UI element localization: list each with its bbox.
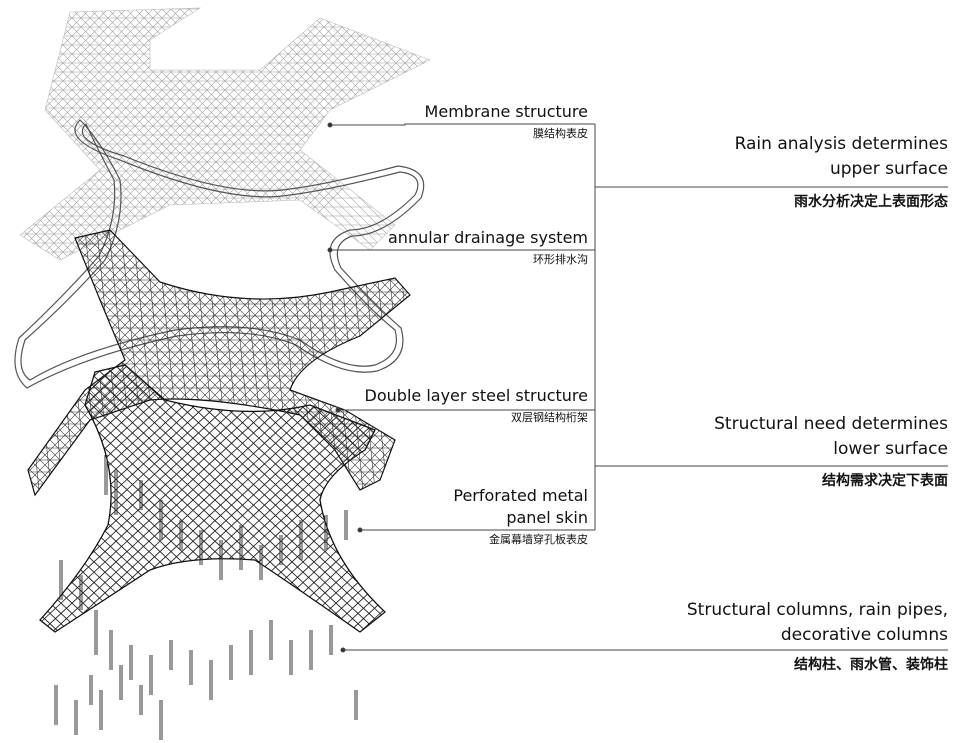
skin-label-zh: 金属幕墙穿孔板表皮 bbox=[489, 533, 588, 546]
steel-label-zh: 双层钢结构桁架 bbox=[511, 411, 588, 424]
columns-group-zh: 结构柱、雨水管、装饰柱 bbox=[794, 657, 948, 673]
skin-label-line1: Perforated metal bbox=[453, 486, 588, 505]
steel-label: Double layer steel structure bbox=[364, 386, 588, 405]
annular-drainage-ring bbox=[14, 119, 425, 389]
leader-lines bbox=[327, 122, 948, 653]
upper-group-zh: 雨水分析决定上表面形态 bbox=[794, 194, 948, 210]
columns-group-line1: Structural columns, rain pipes, bbox=[686, 600, 948, 620]
membrane-label-zh: 膜结构表皮 bbox=[533, 127, 588, 140]
columns-group-line2: decorative columns bbox=[780, 625, 948, 645]
upper-group-line1: Rain analysis determines bbox=[734, 134, 948, 154]
lower-group-zh: 结构需求决定下表面 bbox=[822, 473, 948, 489]
drainage-label: annular drainage system bbox=[388, 228, 588, 247]
lower-group-line2: lower surface bbox=[833, 439, 948, 459]
drainage-label-zh: 环形排水沟 bbox=[533, 253, 588, 266]
membrane-label: Membrane structure bbox=[424, 102, 588, 121]
upper-group-line2: upper surface bbox=[829, 159, 948, 179]
skin-label-line2: panel skin bbox=[506, 508, 588, 527]
structural-columns bbox=[54, 455, 358, 740]
lower-group-line1: Structural need determines bbox=[714, 414, 948, 434]
